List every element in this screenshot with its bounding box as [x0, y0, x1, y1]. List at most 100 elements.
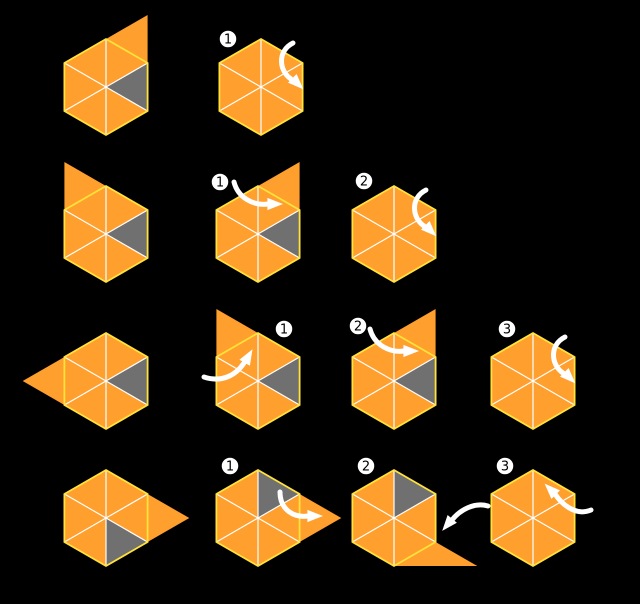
hexagon-step: [63, 468, 190, 568]
hex-triangle: [216, 381, 258, 429]
hex-spoke: [257, 209, 300, 235]
step-badge: 2: [354, 171, 374, 191]
hex-triangle: [106, 333, 148, 381]
move-arrow: [544, 483, 594, 515]
badge-number: 3: [503, 323, 511, 338]
hex-spoke: [64, 380, 107, 406]
hexagon-step: [22, 331, 149, 431]
hex-spoke: [216, 517, 259, 543]
hex-triangle: [261, 63, 303, 111]
flap-triangle: [147, 494, 190, 542]
badge-circle: [495, 456, 515, 476]
step-badge: 3: [497, 319, 517, 339]
hex-triangle: [491, 381, 533, 429]
hexagon-step: [63, 162, 149, 284]
hex-outline: [215, 468, 301, 568]
arrow-head: [560, 368, 576, 384]
hex-triangle: [64, 39, 106, 87]
sequence-row: 1: [63, 15, 304, 137]
hex-outline: [63, 184, 149, 284]
hex-spoke: [219, 86, 262, 112]
move-arrow: [551, 334, 576, 384]
step-badge: 2: [348, 316, 368, 336]
hex-spoke: [260, 62, 303, 88]
hex-triangle: [64, 518, 106, 566]
hex-outline: [490, 468, 576, 568]
hex-spoke: [105, 517, 148, 543]
flap-triangle: [22, 357, 65, 405]
flap-triangle: [394, 542, 478, 566]
hex-triangle: [394, 333, 436, 381]
arrow-head: [267, 197, 283, 211]
hex-triangle: [261, 87, 303, 135]
badge-circle: [220, 456, 240, 476]
hex-outline: [351, 331, 437, 431]
hex-spoke: [491, 517, 534, 543]
hex-triangle: [216, 494, 258, 542]
hex-spoke: [257, 493, 300, 519]
step-badge: 1: [274, 319, 294, 339]
hex-spoke: [105, 380, 148, 406]
arrow-head: [421, 221, 437, 237]
hex-outline: [490, 331, 576, 431]
flap-triangle: [258, 162, 300, 210]
arrow-head: [307, 509, 323, 523]
arrow-head: [403, 344, 419, 358]
hex-spoke: [219, 62, 262, 88]
hex-spoke: [257, 380, 300, 406]
badge-circle: [274, 319, 294, 339]
hex-triangle: [258, 494, 300, 542]
hex-spoke: [393, 233, 436, 259]
hex-triangle: [216, 234, 258, 282]
hex-spoke: [532, 493, 575, 519]
hexagon-step: 1: [215, 456, 342, 568]
hex-triangle: [216, 333, 258, 381]
hex-spoke: [64, 356, 107, 382]
hex-triangle: [216, 357, 258, 405]
hex-spoke: [64, 517, 107, 543]
move-arrow: [201, 349, 253, 382]
hex-outline: [63, 331, 149, 431]
hex-triangle: [106, 186, 148, 234]
hex-spoke: [105, 86, 148, 112]
hexagon-step: 1: [201, 309, 301, 431]
hex-spoke: [64, 209, 107, 235]
hex-spoke: [216, 380, 259, 406]
badge-circle: [354, 171, 374, 191]
flap-triangle: [106, 15, 148, 63]
flap-triangle: [299, 494, 342, 542]
badge-number: 1: [280, 323, 288, 338]
hexagon-step: 2: [351, 171, 437, 284]
badge-circle: [218, 29, 238, 49]
badge-circle: [348, 316, 368, 336]
hex-spoke: [64, 86, 107, 112]
step-badge: 2: [356, 456, 376, 476]
flap-triangle: [394, 309, 436, 357]
move-arrow: [442, 502, 491, 531]
arrow-shaft: [231, 179, 271, 207]
arrow-head: [544, 483, 560, 499]
hex-spoke: [64, 493, 107, 519]
hex-spoke: [532, 356, 575, 382]
move-arrow: [367, 326, 419, 358]
hex-triangle: [491, 470, 533, 518]
hex-spoke: [216, 493, 259, 519]
hex-triangle: [64, 186, 106, 234]
hex-triangle: [394, 234, 436, 282]
flap-triangle: [216, 309, 258, 357]
hex-spoke: [257, 356, 300, 382]
hexagon-step: 2: [351, 456, 491, 568]
hex-outline: [218, 37, 304, 137]
hex-outline: [63, 37, 149, 137]
arrow-shaft: [279, 40, 296, 82]
hex-spoke: [393, 209, 436, 235]
hex-triangle: [64, 381, 106, 429]
hex-spoke: [532, 380, 575, 406]
hex-triangle: [64, 234, 106, 282]
hex-triangle: [64, 470, 106, 518]
hex-triangle: [64, 87, 106, 135]
hex-spoke: [393, 380, 436, 406]
hex-spoke: [393, 517, 436, 543]
hex-triangle: [106, 87, 148, 135]
